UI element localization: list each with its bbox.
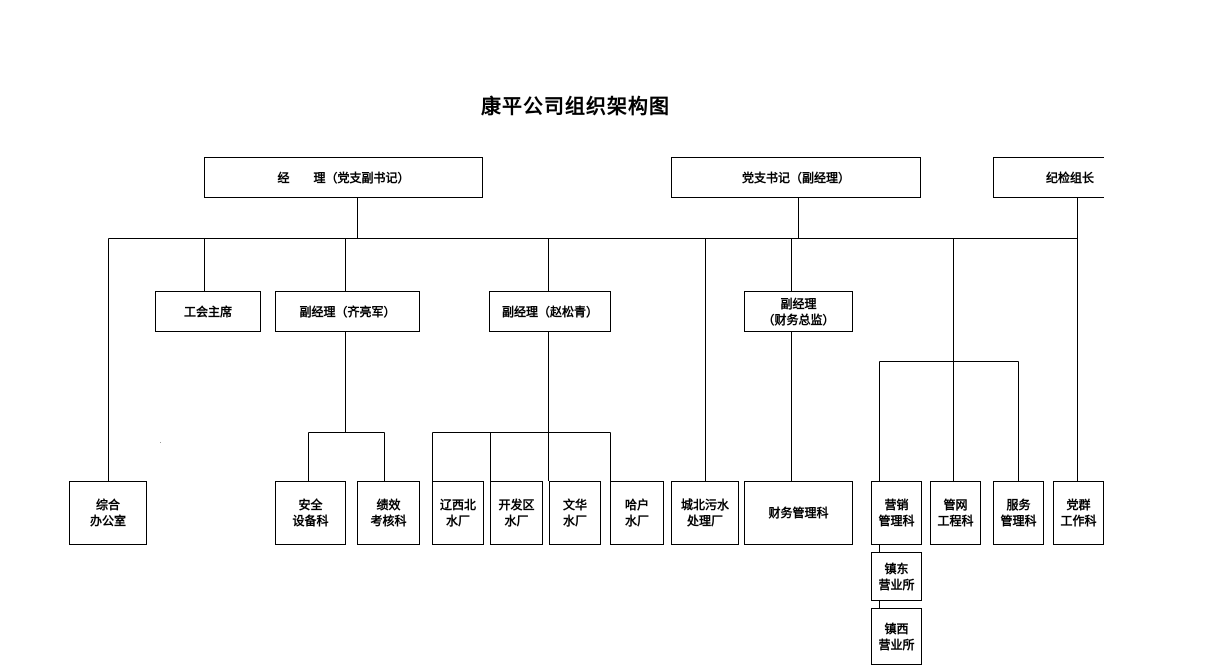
deputy-finance-box: 副经理 （财务总监） (744, 291, 853, 332)
kaifaqu-plant-box: 开发区 水厂 (490, 481, 543, 545)
marketing-dept-box: 营销 管理科 (871, 481, 922, 545)
union-chair-box: 工会主席 (155, 291, 261, 332)
chengbei-plant-box: 城北污水 处理厂 (671, 481, 739, 545)
hahu-plant-box: 哈户 水厂 (610, 481, 664, 545)
performance-box: 绩效 考核科 (357, 481, 420, 545)
finance-dept-box: 财务管理科 (744, 481, 853, 545)
liaoxibei-plant-box: 辽西北 水厂 (432, 481, 484, 545)
manager-box: 经 理（党支副书记） (204, 157, 483, 198)
stray-dot (160, 442, 161, 443)
zhenxi-office-box: 镇西 营业所 (871, 608, 922, 665)
page-title: 康平公司组织架构图 (481, 94, 670, 118)
zhendong-office-box: 镇东 营业所 (871, 552, 922, 601)
office-box: 综合 办公室 (69, 481, 147, 545)
safety-box: 安全 设备科 (275, 481, 346, 545)
party-secretary-box: 党支书记（副经理） (671, 157, 921, 198)
deputy-zhao-box: 副经理（赵松青） (489, 291, 611, 332)
service-dept-box: 服务 管理科 (993, 481, 1044, 545)
discipline-box: 纪检组长 (993, 157, 1104, 198)
party-work-dept-box: 党群 工作科 (1053, 481, 1104, 545)
deputy-qi-box: 副经理（齐亮军） (275, 291, 420, 332)
wenhua-plant-box: 文华 水厂 (549, 481, 601, 545)
pipe-dept-box: 管网 工程科 (930, 481, 981, 545)
